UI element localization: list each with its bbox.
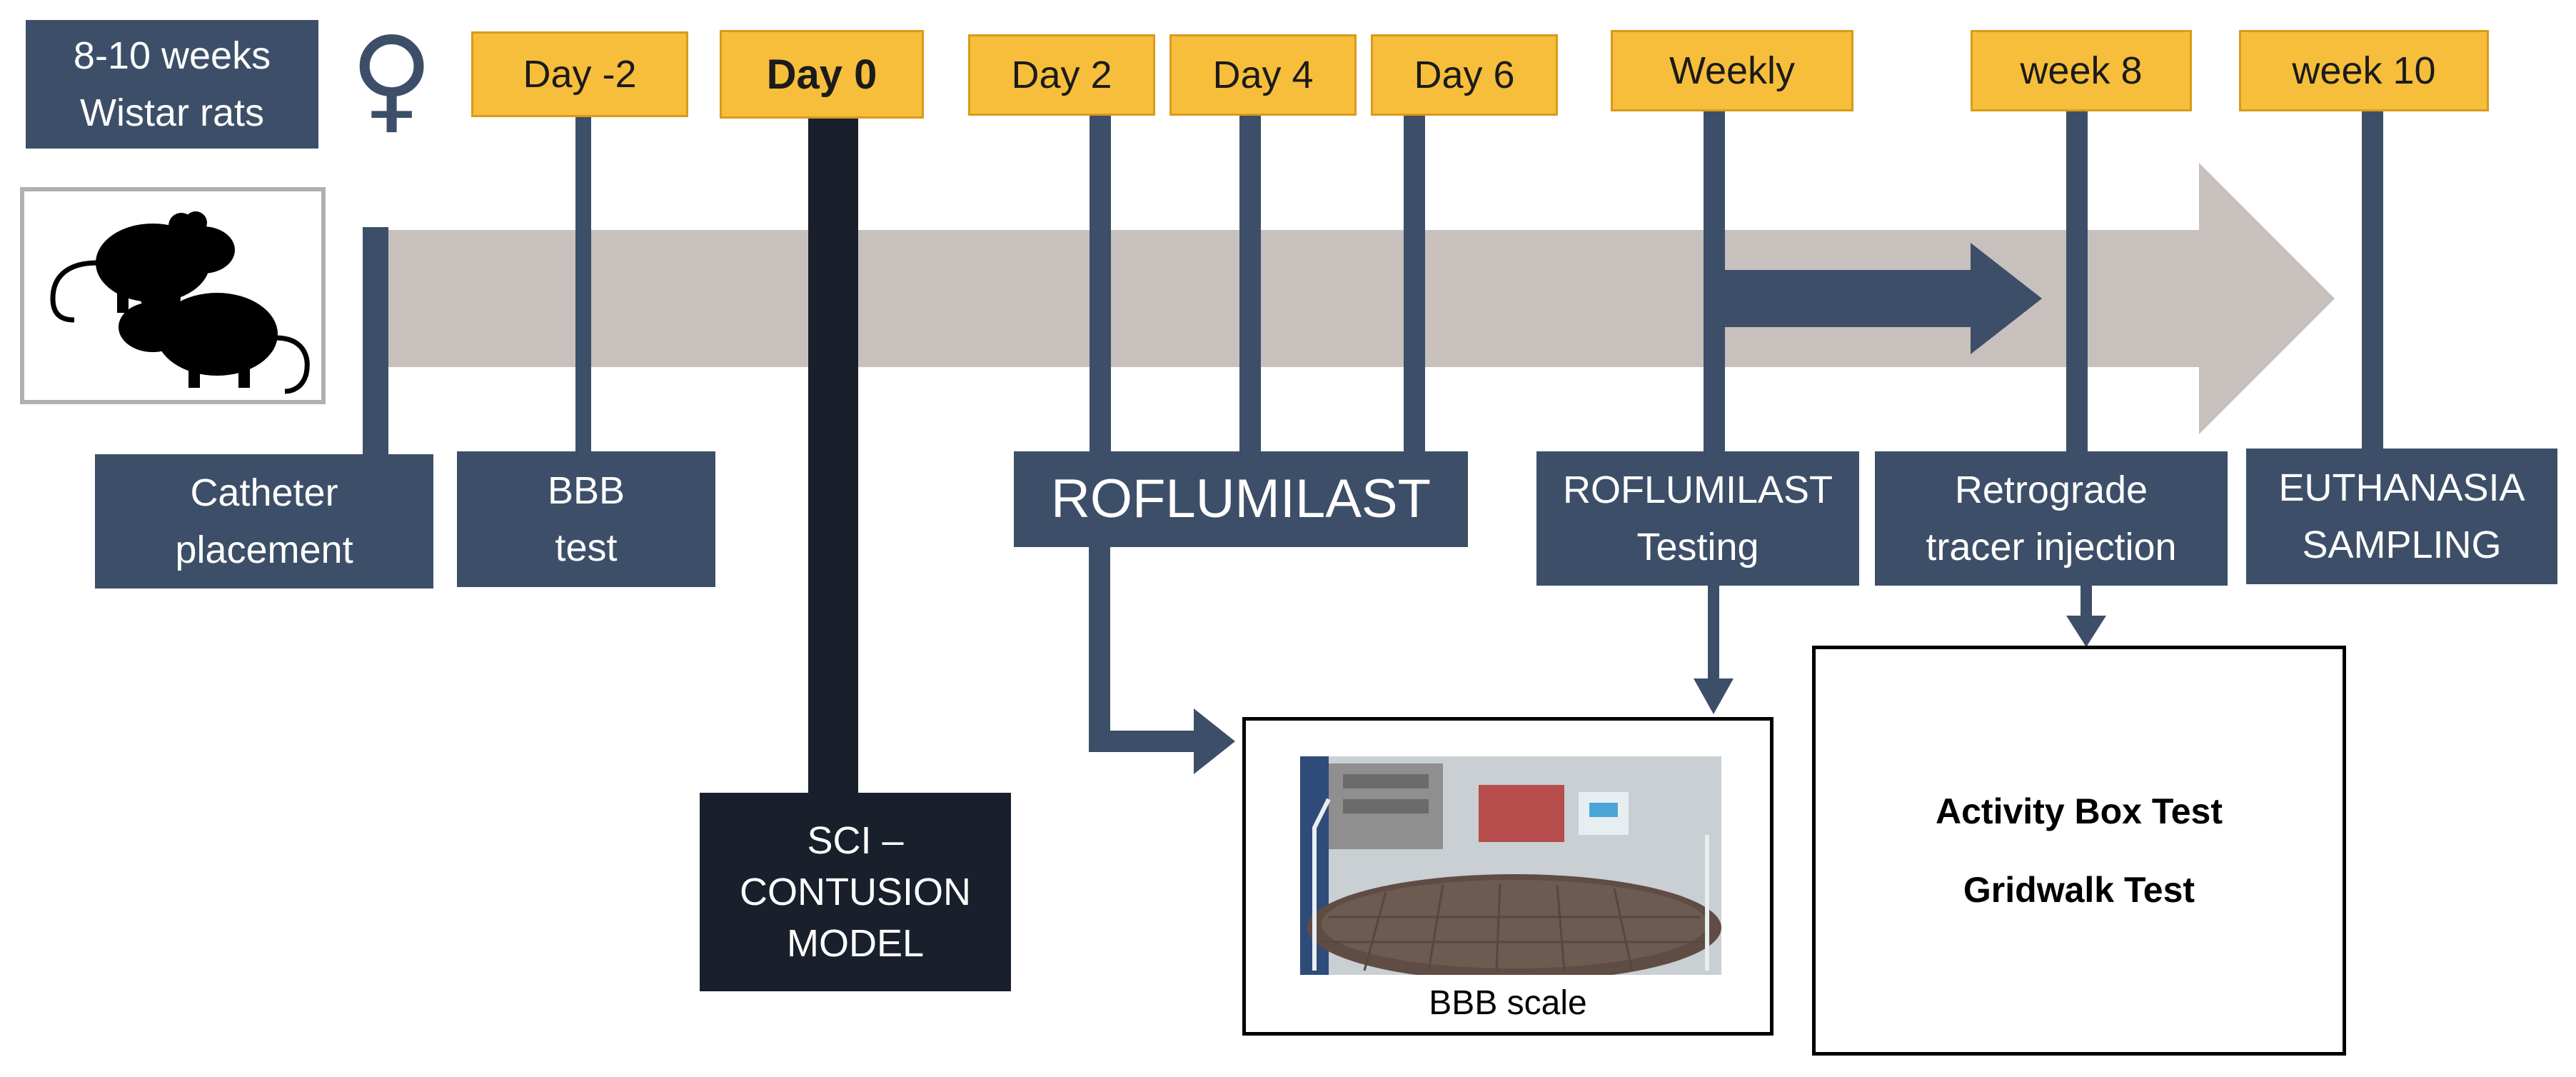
- roflumilast-testing-line2: Testing: [1636, 526, 1759, 568]
- day-minus2-connector: [575, 117, 591, 453]
- timepoint-day-4: Day 4: [1169, 34, 1357, 116]
- catheter-line1: Catheter: [190, 471, 338, 514]
- female-icon: ♀: [350, 11, 434, 145]
- timepoint-weekly: Weekly: [1611, 30, 1853, 111]
- catheter-line2: placement: [175, 529, 353, 571]
- euthanasia-sampling-box: EUTHANASIA SAMPLING: [2246, 449, 2557, 584]
- roflumilast-testing-line1: ROFLUMILAST: [1562, 469, 1833, 511]
- timeline-arrow: [378, 163, 2335, 434]
- timepoint-week-8: week 8: [1971, 30, 2192, 111]
- testing-to-bbb-line: [1708, 586, 1719, 686]
- roflumilast-testing-box: ROFLUMILAST Testing: [1536, 451, 1859, 586]
- behavior-tests-box: Activity Box Test Gridwalk Test: [1812, 646, 2346, 1056]
- week-10-connector: [2362, 111, 2383, 454]
- cohort-line1: 8-10 weeks: [73, 34, 271, 77]
- timepoint-day-minus2: Day -2: [471, 31, 688, 117]
- cohort-box: 8-10 weeks Wistar rats: [26, 20, 318, 149]
- timepoint-week-10: week 10: [2239, 30, 2489, 111]
- testing-to-bbb-arrowhead: [1694, 678, 1734, 714]
- roflumilast-to-bbb-arrow: [1089, 543, 1199, 752]
- timepoint-day-0: Day 0: [720, 30, 924, 119]
- sci-line3: MODEL: [786, 922, 925, 965]
- catheter-connector: [363, 227, 388, 456]
- bbb-test-box: BBB test: [457, 451, 715, 587]
- roflumilast-label: ROFLUMILAST: [1050, 469, 1432, 529]
- sci-line2: CONTUSION: [740, 871, 971, 913]
- day-6-connector: [1404, 116, 1425, 454]
- timepoint-day-2: Day 2: [968, 34, 1155, 116]
- bbb-line2: test: [555, 526, 618, 569]
- open-field-illustration: [1300, 756, 1721, 975]
- activity-box-test-label: Activity Box Test: [1936, 791, 2223, 831]
- bbb-scale-box: BBB scale: [1242, 717, 1773, 1036]
- retrograde-line2: tracer injection: [1926, 526, 2177, 568]
- day-4-connector: [1239, 116, 1261, 454]
- bbb-line1: BBB: [547, 469, 625, 512]
- rats-image: [20, 187, 326, 404]
- euthanasia-line1: EUTHANASIA: [2278, 466, 2525, 509]
- day-2-connector: [1090, 116, 1111, 454]
- timepoint-day-6: Day 6: [1371, 34, 1558, 116]
- retrograde-to-tests-arrowhead: [2066, 616, 2106, 647]
- cohort-line2: Wistar rats: [79, 91, 264, 134]
- day-0-connector: [808, 119, 858, 794]
- weekly-treatment-arrow: [1721, 243, 2042, 354]
- sci-contusion-box: SCI – CONTUSION MODEL: [700, 793, 1011, 991]
- euthanasia-line2: SAMPLING: [2302, 524, 2502, 566]
- retrograde-tracer-box: Retrograde tracer injection: [1875, 451, 2228, 586]
- weekly-connector: [1704, 111, 1725, 454]
- rat-silhouettes-icon: [50, 211, 310, 394]
- sci-line1: SCI –: [807, 819, 904, 862]
- catheter-placement-box: Catheter placement: [95, 454, 433, 588]
- roflumilast-box: ROFLUMILAST: [1014, 451, 1468, 547]
- roflumilast-to-bbb-arrowhead: [1194, 708, 1235, 774]
- gridwalk-test-label: Gridwalk Test: [1963, 870, 2195, 910]
- retrograde-to-tests-line: [2081, 586, 2092, 621]
- bbb-open-field-photo: [1300, 756, 1721, 975]
- retrograde-line1: Retrograde: [1954, 469, 2148, 511]
- week-8-connector: [2066, 111, 2088, 454]
- bbb-scale-caption: BBB scale: [1429, 984, 1587, 1022]
